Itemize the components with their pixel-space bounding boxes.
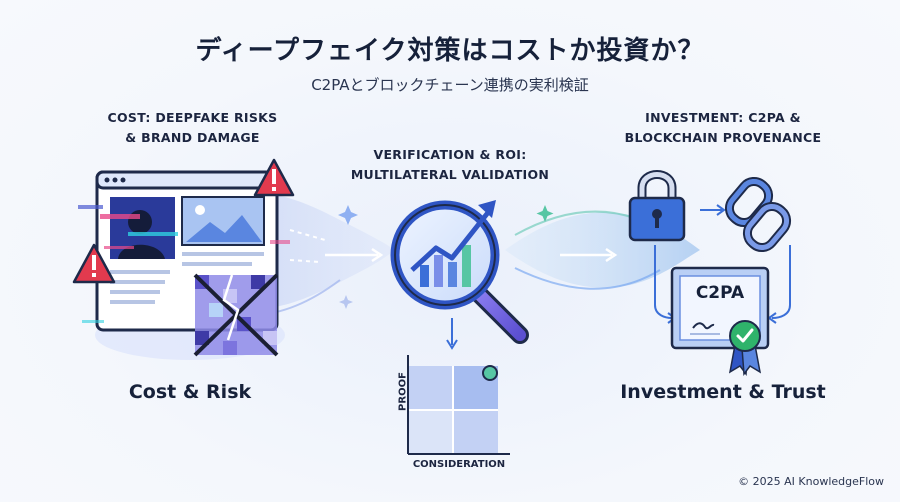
matrix-x-axis-label: CONSIDERATION bbox=[412, 459, 506, 470]
certificate-label: C2PA bbox=[695, 283, 745, 303]
verification-heading-line2: MULTILATERAL VALIDATION bbox=[350, 167, 550, 182]
compromised-webpage-illustration bbox=[78, 170, 290, 360]
investment-heading-line1: INVESTMENT: C2PA & bbox=[645, 110, 801, 125]
copyright-text: © 2025 AI KnowledgeFlow bbox=[738, 475, 884, 488]
magnifier-roi-icon bbox=[390, 200, 529, 344]
verification-heading: VERIFICATION & ROI: MULTILATERAL VALIDAT… bbox=[345, 145, 555, 185]
lock-icon bbox=[628, 170, 686, 242]
arrow-to-verification bbox=[325, 247, 384, 263]
matrix-y-axis-label: PROOF bbox=[397, 372, 409, 411]
investment-trust-label: Investment & Trust bbox=[620, 381, 826, 403]
warning-icon bbox=[72, 243, 116, 284]
sparkle-icons bbox=[338, 205, 554, 309]
investment-heading-line2: BLOCKCHAIN PROVENANCE bbox=[624, 130, 822, 145]
page-subtitle: C2PAとブロックチェーン連携の実利検証 bbox=[311, 76, 589, 94]
arrow-to-investment bbox=[560, 247, 618, 263]
pixelated-glitch-block bbox=[193, 273, 279, 357]
cost-heading-line1: COST: DEEPFAKE RISKS bbox=[107, 110, 278, 125]
verification-heading-line1: VERIFICATION & ROI: bbox=[373, 147, 527, 162]
page-title: ディープフェイク対策はコストか投資か？ bbox=[195, 36, 705, 66]
arrow-lock-to-chain bbox=[700, 204, 726, 216]
verified-badge-icon bbox=[728, 320, 762, 377]
proof-consideration-matrix bbox=[407, 355, 510, 455]
chain-link-icon bbox=[724, 176, 792, 253]
arrow-to-matrix bbox=[446, 318, 458, 350]
cost-risk-label: Cost & Risk bbox=[128, 381, 252, 403]
cost-heading-line2: & BRAND DAMAGE bbox=[125, 130, 260, 145]
cost-heading: COST: DEEPFAKE RISKS & BRAND DAMAGE bbox=[95, 108, 290, 148]
warning-icon bbox=[253, 158, 295, 197]
investment-heading: INVESTMENT: C2PA & BLOCKCHAIN PROVENANCE bbox=[618, 108, 828, 148]
